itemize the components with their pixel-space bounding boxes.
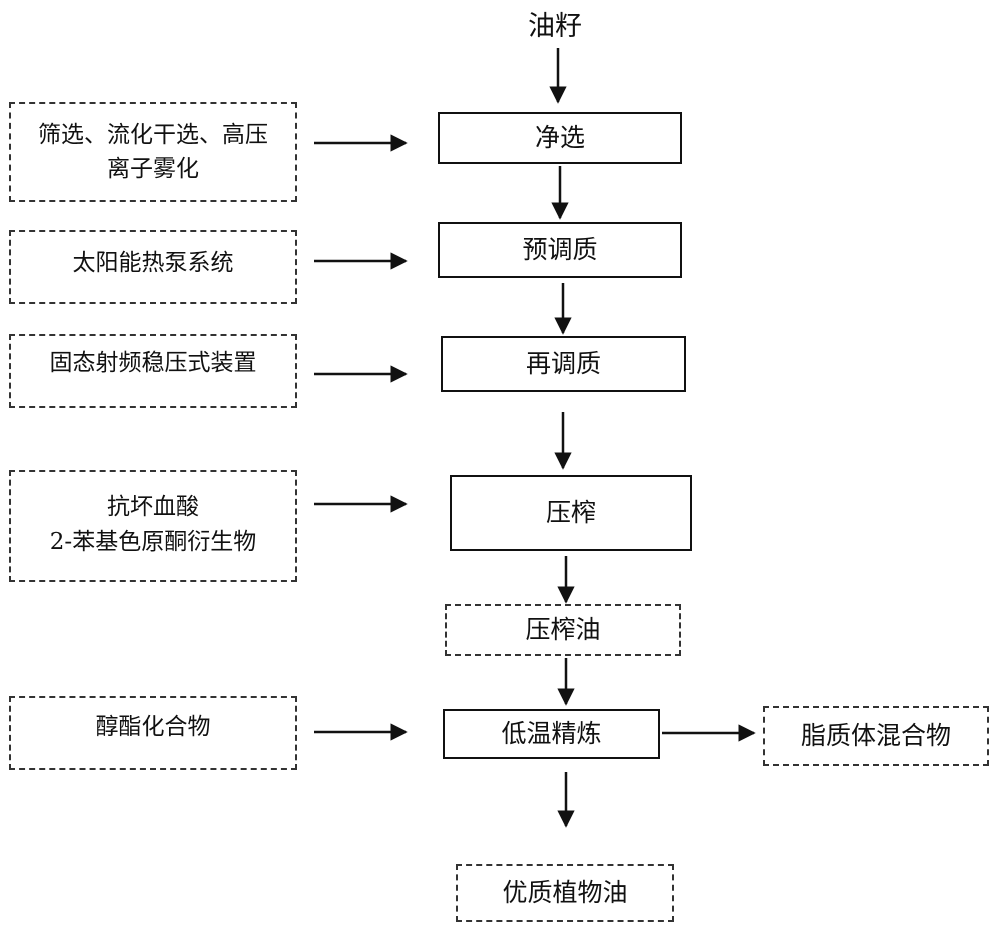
step-product: 优质植物油 [456,864,674,922]
step-clean-label: 净选 [534,123,585,153]
step-clean: 净选 [438,112,682,164]
input-press: 抗坏血酸 2-苯基色原酮衍生物 [9,470,297,582]
step-precondition-label: 预调质 [522,235,598,265]
step-byproduct-label: 脂质体混合物 [800,721,951,751]
input-recondition: 固态射频稳压式装置 [9,334,297,408]
step-refine: 低温精炼 [443,709,660,759]
input-recondition-label: 固态射频稳压式装置 [49,350,257,376]
step-press: 压榨 [450,475,692,551]
step-product-label: 优质植物油 [502,878,628,908]
step-press-label: 压榨 [545,498,596,528]
step-refine-label: 低温精炼 [501,719,602,749]
step-recondition: 再调质 [441,336,686,392]
input-clean-line2: 离子雾化 [107,156,199,182]
input-refine: 醇酯化合物 [9,696,297,770]
start-label: 油籽 [528,11,582,42]
input-clean-line1: 筛选、流化干选、高压 [38,121,268,148]
step-byproduct: 脂质体混合物 [763,706,989,766]
step-precondition: 预调质 [438,222,682,278]
step-pressed-oil: 压榨油 [445,604,681,656]
input-precondition: 太阳能热泵系统 [9,230,297,304]
step-recondition-label: 再调质 [525,349,601,379]
input-press-line1: 抗坏血酸 [107,494,199,520]
input-clean: 筛选、流化干选、高压 离子雾化 [9,102,297,202]
input-press-line2: 2-苯基色原酮衍生物 [49,528,257,555]
input-refine-label: 醇酯化合物 [95,714,211,740]
input-precondition-label: 太阳能热泵系统 [72,250,234,276]
step-pressed-oil-label: 压榨油 [525,615,601,645]
